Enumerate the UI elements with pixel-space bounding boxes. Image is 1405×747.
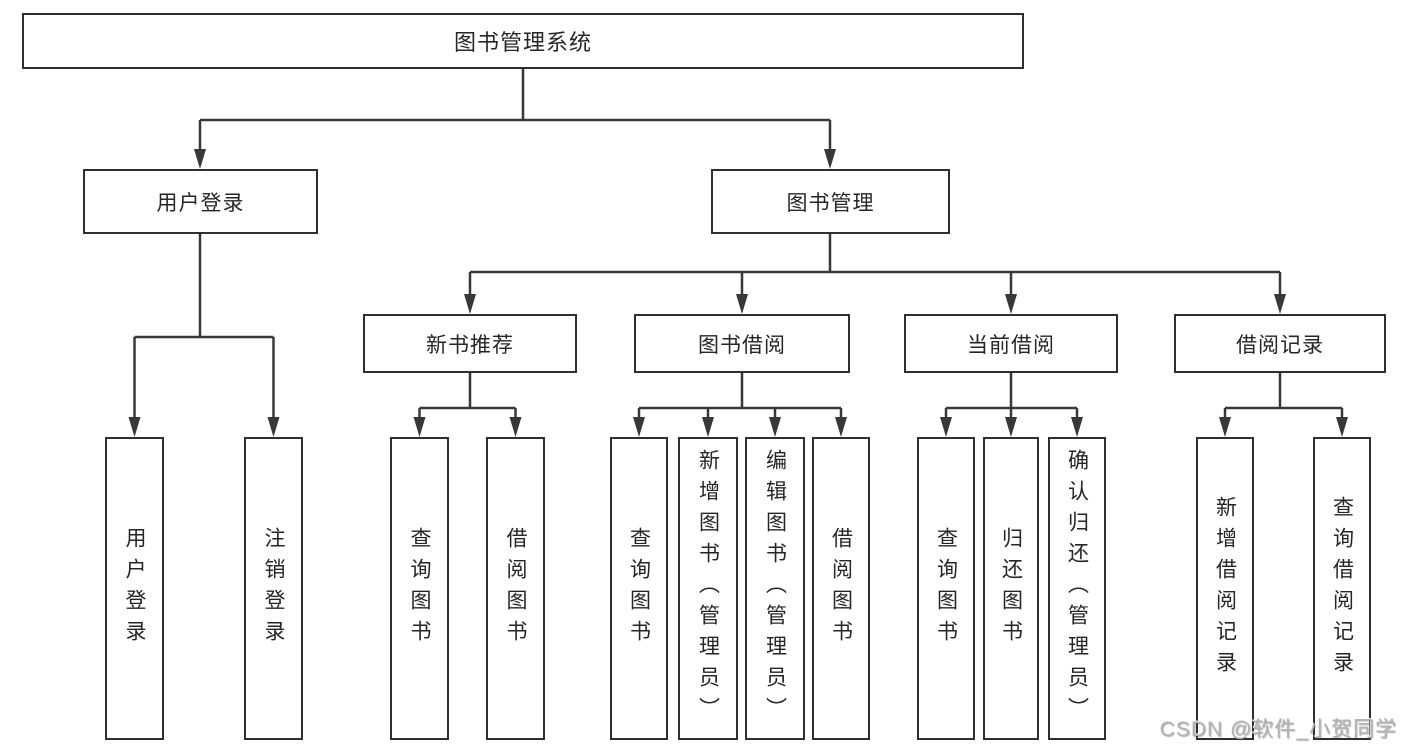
- node-label: 查询图书: [934, 526, 958, 651]
- node-library-management-system: 图书管理系统: [22, 13, 1024, 69]
- node-br-add-record: 新增借阅记录: [1196, 437, 1254, 740]
- node-current-borrow: 当前借阅: [904, 314, 1118, 373]
- node-cb-confirm-return-admin: 确认归还（管理员）: [1048, 437, 1106, 740]
- node-book-management: 图书管理: [711, 169, 950, 234]
- node-book-borrow: 图书借阅: [634, 314, 850, 373]
- node-cb-return-books: 归还图书: [983, 437, 1039, 740]
- csdn-watermark: CSDN @软件_小贺同学: [1159, 718, 1397, 741]
- node-br-query-record: 查询借阅记录: [1313, 437, 1371, 740]
- node-label: 新增图书（管理员）: [696, 449, 720, 728]
- node-label: 新增借阅记录: [1213, 495, 1237, 682]
- node-label: 查询借阅记录: [1330, 495, 1354, 682]
- node-label: 用户登录: [123, 526, 147, 651]
- node-label: 查询图书: [408, 526, 432, 651]
- node-label: 编辑图书（管理员）: [763, 449, 787, 728]
- node-nbr-borrow-books: 借阅图书: [486, 437, 545, 740]
- node-bb-edit-books-admin: 编辑图书（管理员）: [745, 437, 805, 740]
- node-bb-add-books-admin: 新增图书（管理员）: [678, 437, 738, 740]
- node-user-login: 用户登录: [83, 169, 318, 234]
- node-logout-action: 注销登录: [244, 437, 303, 740]
- node-borrow-records: 借阅记录: [1174, 314, 1386, 373]
- node-label: 注销登录: [262, 526, 286, 651]
- node-label: 确认归还（管理员）: [1065, 449, 1089, 728]
- node-user-login-action: 用户登录: [105, 437, 164, 740]
- node-label: 查询图书: [627, 526, 651, 651]
- node-new-book-recommend: 新书推荐: [363, 314, 577, 373]
- node-bb-query-books: 查询图书: [610, 437, 668, 740]
- node-label: 借阅图书: [504, 526, 528, 651]
- node-bb-borrow-books: 借阅图书: [812, 437, 870, 740]
- node-label: 借阅图书: [829, 526, 853, 651]
- node-label: 归还图书: [999, 526, 1023, 651]
- node-nbr-query-books: 查询图书: [390, 437, 449, 740]
- node-cb-query-books: 查询图书: [917, 437, 975, 740]
